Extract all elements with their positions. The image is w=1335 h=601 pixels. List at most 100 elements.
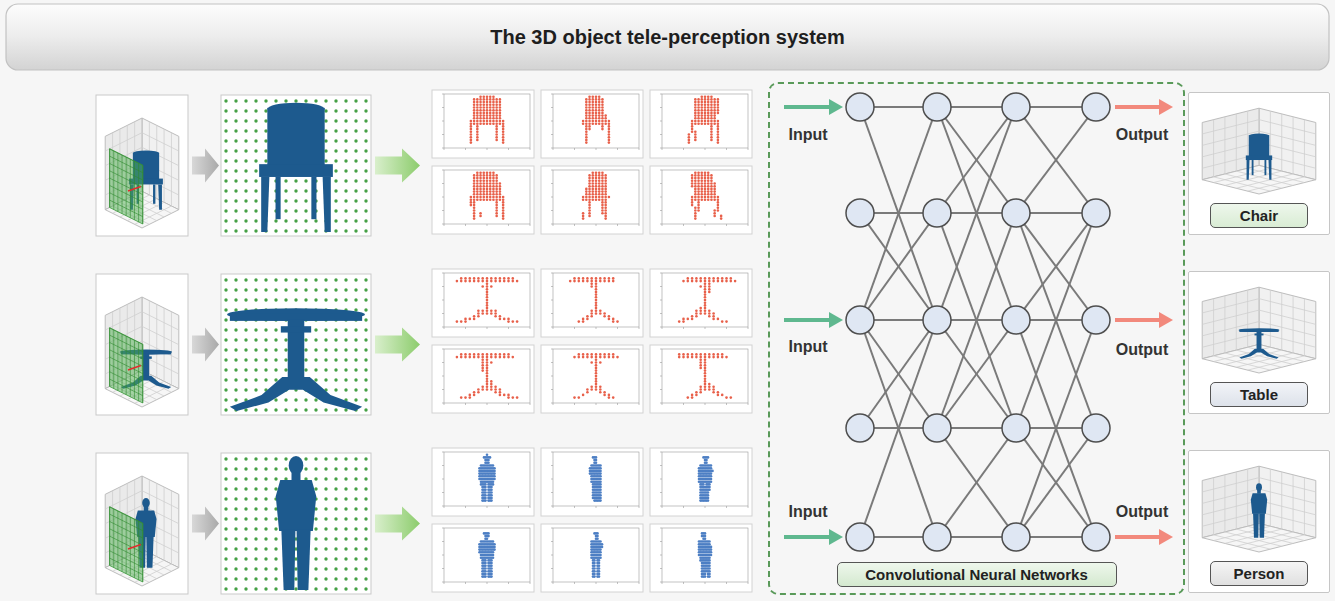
scatter-plot [481, 359, 484, 362]
scatter-plot [473, 117, 476, 120]
scatter-plot [710, 177, 713, 180]
scatter-plot [502, 120, 505, 123]
scatter-plot [499, 190, 502, 193]
scatter-plot [660, 376, 662, 377]
scatter-plot [432, 345, 534, 413]
scatter-plot [495, 120, 498, 123]
silhouette-panel [334, 189, 337, 192]
scatter-plot [595, 190, 598, 193]
scatter-plot [708, 388, 711, 391]
scatter-plot [502, 198, 505, 201]
scatter-plot [713, 182, 716, 185]
scatter-plot [601, 198, 604, 201]
silhouette-panel [264, 288, 267, 291]
scatter-plot [710, 196, 713, 199]
scatter-plot [487, 327, 488, 329]
silhouette-panel [244, 159, 247, 162]
scatter-plot [694, 193, 697, 196]
silhouette-panel [294, 577, 297, 580]
silhouette-panel [244, 179, 247, 182]
scatter-plot [591, 196, 594, 199]
silhouette-panel [334, 159, 337, 162]
scatter-plot [432, 166, 534, 234]
silhouette-panel [224, 487, 227, 490]
scatter-plot [481, 310, 484, 313]
scatter-plot [495, 177, 498, 180]
silhouette-panel [244, 328, 247, 331]
silhouette-panel [224, 318, 227, 321]
sensing-plane [110, 364, 143, 380]
scatter-plot [460, 280, 463, 283]
scatter-plot [591, 109, 594, 112]
scatter-plot [705, 148, 706, 150]
silhouette-panel [264, 527, 267, 530]
scatter-plot [608, 139, 611, 142]
axes-3d [1304, 299, 1305, 356]
silhouette-panel [314, 567, 317, 570]
scatter-plot [490, 356, 493, 359]
axes-3d [105, 491, 142, 509]
scatter-plot [691, 177, 694, 180]
scatter-plot [486, 291, 489, 294]
scatter-plot [479, 193, 482, 196]
scatter-plot [697, 122, 700, 125]
chair-silhouette [1246, 133, 1272, 179]
scatter-plot [486, 120, 489, 123]
silhouette-panel [274, 288, 277, 291]
chair-silhouette [1252, 160, 1254, 175]
silhouette-panel [334, 109, 337, 112]
silhouette-panel [224, 199, 227, 202]
scatter-plot [598, 117, 601, 120]
silhouette-panel [364, 368, 367, 371]
silhouette-panel [324, 338, 327, 341]
scatter-plot [582, 196, 585, 199]
scatter-plot [708, 386, 711, 389]
scatter-plot [650, 269, 752, 337]
scatter-plot [608, 141, 611, 144]
silhouette-panel [354, 119, 357, 122]
scatter-plot [694, 131, 697, 134]
scatter-plot [707, 174, 710, 177]
scatter-plot [492, 180, 495, 183]
silhouette-panel [264, 408, 267, 411]
silhouette-panel [294, 189, 297, 192]
scatter-plot [486, 101, 489, 104]
scatter-plot [595, 369, 598, 372]
scatter-plot [588, 95, 591, 98]
sensing-plane [128, 365, 141, 370]
scatter-plot [598, 122, 601, 125]
scatter-plot [492, 114, 495, 117]
silhouette-panel [274, 577, 277, 580]
result-view [1188, 92, 1330, 235]
scatter-plot [588, 207, 591, 210]
silhouette-panel [264, 368, 267, 371]
silhouette-panel [221, 95, 371, 236]
scatter-plot [479, 98, 482, 101]
scatter-plot [460, 320, 463, 323]
sensing-plane [110, 171, 143, 187]
scatter-plot [578, 396, 581, 399]
scatter-plot [492, 101, 495, 104]
scatter-plot [469, 277, 472, 280]
scatter-plot [695, 277, 698, 280]
silhouette-panel [324, 368, 327, 371]
silhouette-panel [224, 358, 227, 361]
scatter-plot [486, 356, 489, 359]
scatter-plot [486, 193, 489, 196]
scatter-plot [596, 148, 597, 150]
scatter-plot [713, 120, 716, 123]
silhouette-panel [234, 338, 237, 341]
scatter-plot [582, 318, 585, 321]
scatter-plot [710, 128, 713, 131]
silhouette-panel [234, 189, 237, 192]
scatter-plot [481, 312, 484, 315]
sensing-plane [110, 156, 143, 172]
scatter-plot [476, 174, 479, 177]
scatter-plot [704, 174, 707, 177]
scatter-plot [694, 212, 697, 215]
silhouette-panel [221, 274, 371, 415]
silhouette-panel [314, 288, 317, 291]
scatter-plot [721, 356, 724, 359]
scatter-plot [486, 106, 489, 109]
scatter-plot [601, 207, 604, 210]
